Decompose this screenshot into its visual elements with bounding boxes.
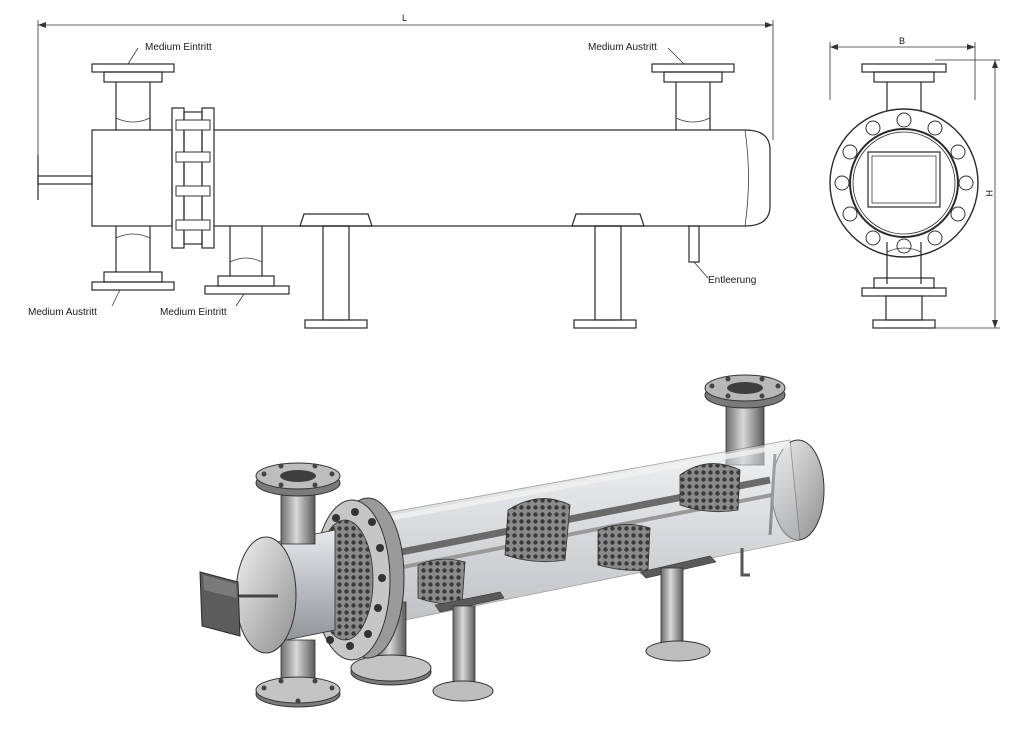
drain-pipe — [688, 225, 709, 279]
label-medium-austritt-top: Medium Austritt — [588, 42, 657, 53]
nozzle-bottom-inlet — [204, 226, 290, 295]
front-view: L — [28, 13, 774, 329]
body-flange — [171, 107, 215, 249]
isometric-view — [199, 374, 825, 708]
iso-support-right — [639, 555, 717, 662]
dimension-l-label: L — [402, 13, 407, 23]
iso-shell — [359, 439, 801, 623]
label-entleerung: Entleerung — [708, 275, 756, 286]
iso-side-plate — [199, 571, 241, 637]
support-left — [299, 213, 373, 329]
iso-end-cap — [235, 536, 297, 654]
side-view: B H — [829, 36, 1000, 329]
nozzle-top-left — [91, 63, 175, 130]
dimension-h-label: H — [984, 190, 994, 197]
iso-nozzle-bottom-left — [255, 639, 341, 708]
label-medium-austritt-bottom: Medium Austritt — [28, 307, 97, 318]
iso-nozzle-top-left — [255, 462, 341, 545]
shell — [214, 129, 771, 227]
support-right — [571, 213, 645, 329]
dimension-b-label: B — [899, 36, 905, 46]
label-medium-eintritt-bottom: Medium Eintritt — [160, 307, 227, 318]
label-medium-eintritt-top: Medium Eintritt — [145, 42, 212, 53]
flange-bolt-holes — [834, 112, 974, 254]
iso-support-left — [432, 591, 505, 702]
nozzle-bottom-left — [91, 226, 175, 291]
nozzle-top-right — [651, 63, 735, 130]
